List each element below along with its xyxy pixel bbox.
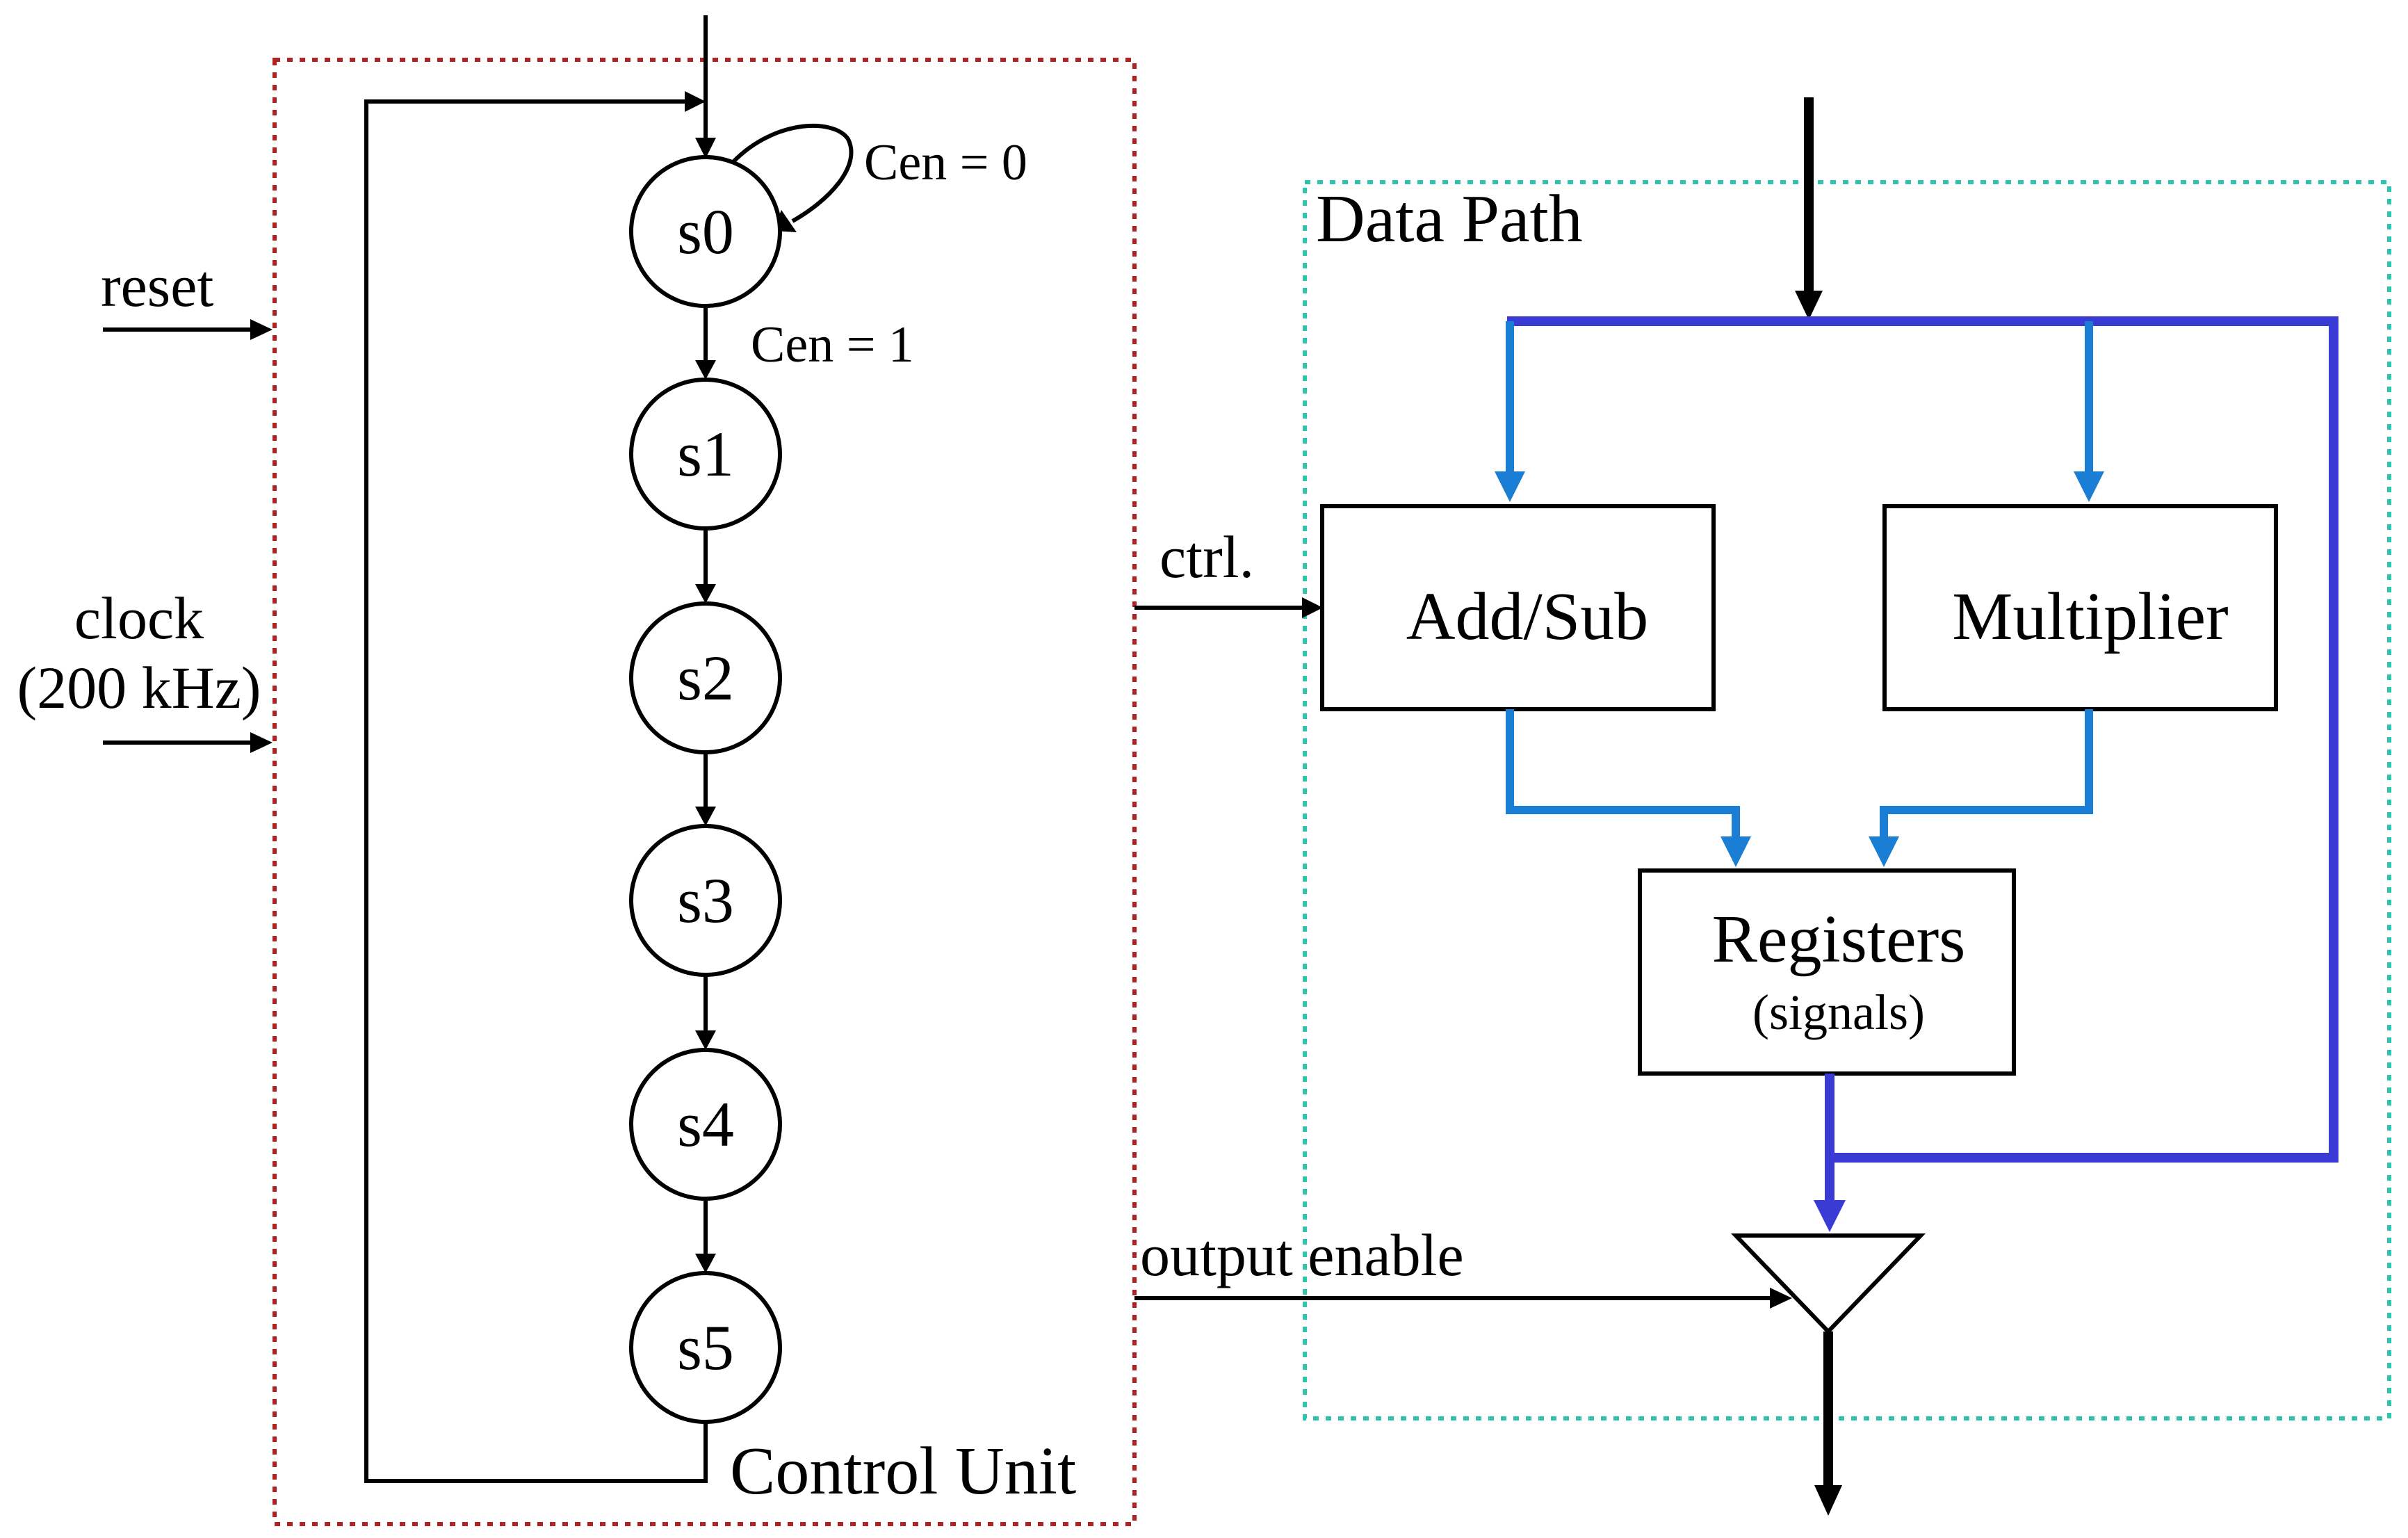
state-s3: s3	[629, 824, 782, 977]
state-s5-label: s5	[677, 1312, 734, 1383]
state-s1: s1	[629, 378, 782, 531]
control-unit-title: Control Unit	[730, 1434, 1076, 1509]
registers-sub-label: (signals)	[1752, 985, 1925, 1040]
self-loop-s0	[726, 123, 854, 223]
arrowhead	[1495, 471, 1525, 502]
arrowhead	[695, 1254, 716, 1273]
addsub-to-registers	[1506, 709, 1740, 838]
data-path-title: Data Path	[1316, 181, 1583, 257]
arrowhead	[1795, 291, 1823, 320]
registers-block: Registers (signals)	[1638, 868, 2016, 1076]
arrowhead	[695, 807, 716, 826]
state-s3-label: s3	[677, 865, 734, 936]
arrowhead	[695, 1030, 716, 1050]
arrowhead	[1814, 1200, 1846, 1232]
arrowhead	[695, 360, 716, 380]
bus-top-right	[1507, 316, 2338, 1163]
state-s0: s0	[629, 155, 782, 308]
data-path-boundary	[1303, 180, 2391, 1420]
reset-label: reset	[101, 252, 213, 319]
arrowhead	[1814, 1485, 1842, 1516]
state-s2: s2	[629, 601, 782, 754]
loop-back-line	[364, 99, 708, 1483]
clock-freq-label: (200 kHz)	[17, 654, 261, 721]
arrowhead	[685, 91, 706, 112]
state-s4: s4	[629, 1048, 782, 1201]
arrowhead	[2074, 471, 2104, 502]
cen1-label: Cen = 1	[751, 316, 914, 373]
state-s0-label: s0	[677, 196, 734, 267]
output-enable-label: output enable	[1140, 1222, 1464, 1288]
state-s1-label: s1	[677, 419, 734, 489]
addsub-label: Add/Sub	[1406, 579, 1649, 654]
arrowhead	[695, 138, 716, 159]
arrowhead	[250, 732, 272, 753]
multiplier-to-registers	[1880, 709, 2093, 838]
clock-label: clock	[74, 585, 204, 651]
arrowhead	[250, 319, 272, 340]
state-s4-label: s4	[677, 1089, 734, 1160]
cen0-label: Cen = 0	[864, 134, 1027, 191]
registers-label: Registers	[1712, 902, 1966, 977]
arrowhead	[1720, 836, 1751, 867]
multiplier-block: Multiplier	[1882, 504, 2278, 711]
tristate-buffer	[1730, 1233, 1926, 1335]
arrowhead	[695, 584, 716, 604]
multiplier-label: Multiplier	[1952, 579, 2228, 654]
arrowhead	[1302, 597, 1323, 618]
state-s5: s5	[629, 1271, 782, 1424]
addsub-block: Add/Sub	[1320, 504, 1716, 711]
arrowhead	[1869, 836, 1899, 867]
state-s2-label: s2	[677, 642, 734, 713]
arrowhead	[1770, 1288, 1792, 1309]
ctrl-label: ctrl.	[1160, 524, 1254, 590]
